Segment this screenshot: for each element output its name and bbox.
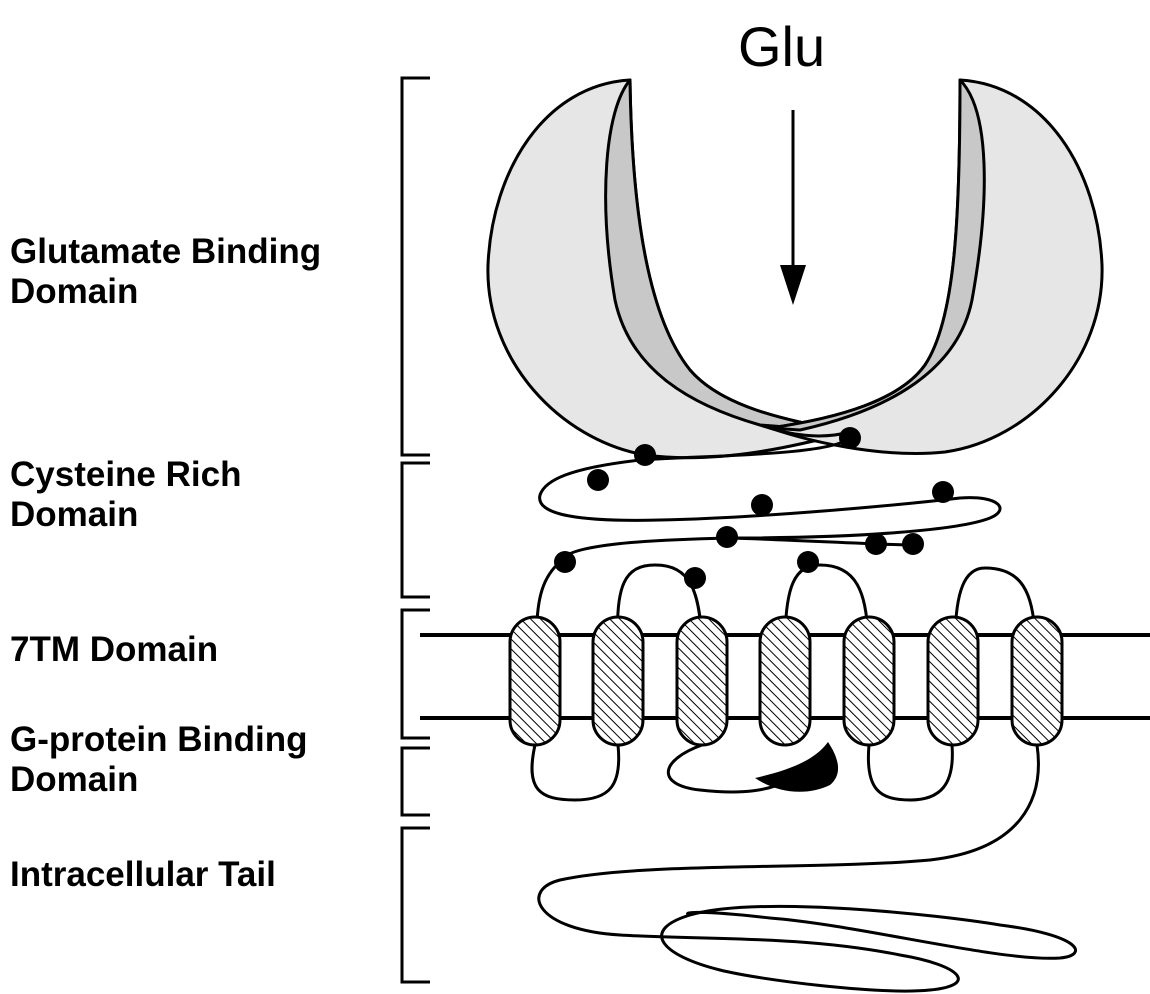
tm-helix-4 bbox=[760, 617, 810, 745]
cysteine-dot bbox=[587, 469, 609, 491]
tm-helix-1 bbox=[510, 617, 560, 745]
intracellular-loop-3 bbox=[868, 745, 952, 800]
tm-helix-5 bbox=[844, 617, 894, 745]
ligand-label: Glu bbox=[738, 15, 825, 78]
tm-helix-7 bbox=[1012, 617, 1062, 745]
cysteine-strand-lower bbox=[730, 538, 915, 545]
bracket-cysteine-rich bbox=[402, 463, 430, 597]
cysteine-dot bbox=[839, 427, 861, 449]
tm-helix-6 bbox=[928, 617, 978, 745]
cysteine-dot bbox=[634, 444, 656, 466]
tm-helix-3 bbox=[677, 617, 727, 745]
cysteine-dot bbox=[865, 533, 887, 555]
right-lobe bbox=[770, 80, 1102, 453]
cysteine-rich-strand bbox=[537, 438, 1000, 645]
ligand-arrow bbox=[780, 110, 806, 305]
cysteine-dot bbox=[751, 494, 773, 516]
bracket-glutamate-binding bbox=[402, 78, 430, 455]
cysteine-dot bbox=[797, 551, 819, 573]
cysteine-dot bbox=[716, 526, 738, 548]
bracket-g-protein-binding bbox=[402, 748, 430, 815]
bracket-intracellular-tail bbox=[402, 828, 430, 982]
cysteine-dot bbox=[932, 481, 954, 503]
cysteine-dot bbox=[554, 551, 576, 573]
domain-brackets bbox=[402, 78, 430, 982]
tm-helix-2 bbox=[593, 617, 643, 745]
g-protein-binding-wedge bbox=[755, 742, 838, 792]
cysteine-dot bbox=[902, 533, 924, 555]
intracellular-loop-1 bbox=[532, 745, 619, 800]
